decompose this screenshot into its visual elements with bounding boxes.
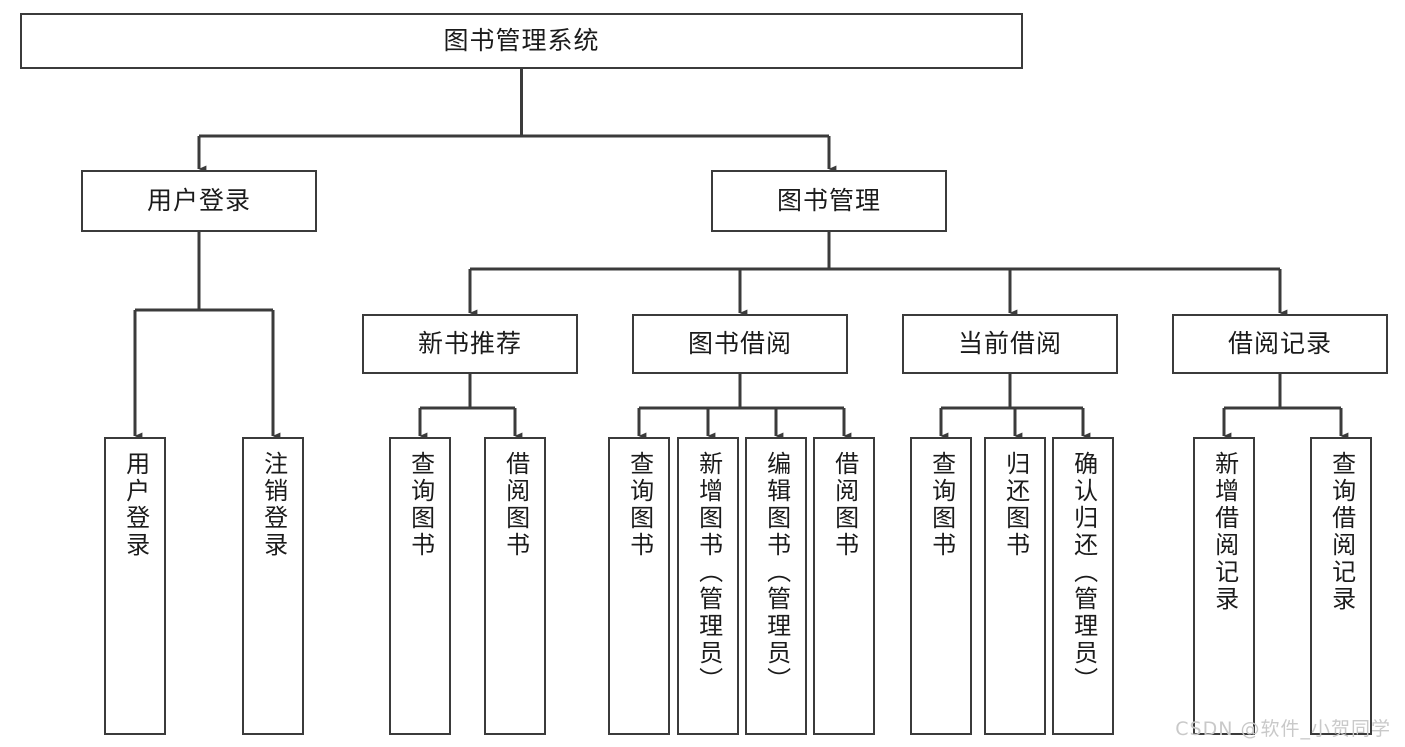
- node-label: 用户登录: [146, 186, 251, 216]
- node-book-borrow[interactable]: 图书借阅: [632, 314, 848, 374]
- node-leaf-bb-borrow[interactable]: 借阅图书: [813, 437, 875, 735]
- node-label: 借阅记录: [1227, 329, 1332, 359]
- node-label: 借阅图书: [830, 451, 859, 559]
- node-leaf-cb-confirm[interactable]: 确认归还（管理员）: [1052, 437, 1114, 735]
- node-label: 当前借阅: [957, 329, 1062, 359]
- node-label: 用户登录: [121, 451, 150, 559]
- node-label: 查询借阅记录: [1327, 451, 1356, 613]
- node-label: 注销登录: [259, 451, 288, 559]
- node-leaf-logout[interactable]: 注销登录: [242, 437, 304, 735]
- node-label: 归还图书: [1001, 451, 1030, 559]
- node-leaf-user-login[interactable]: 用户登录: [104, 437, 166, 735]
- node-leaf-br-query[interactable]: 查询借阅记录: [1310, 437, 1372, 735]
- node-user-login[interactable]: 用户登录: [81, 170, 317, 232]
- node-label: 确认归还（管理员）: [1069, 451, 1098, 694]
- node-leaf-cb-return[interactable]: 归还图书: [984, 437, 1046, 735]
- node-label: 新增借阅记录: [1210, 451, 1239, 613]
- node-label: 新增图书（管理员）: [694, 451, 723, 694]
- node-book-manage[interactable]: 图书管理: [711, 170, 947, 232]
- watermark-text: CSDN @软件_小贺同学: [1175, 718, 1391, 740]
- node-label: 查询图书: [927, 451, 956, 559]
- node-leaf-rec-query[interactable]: 查询图书: [389, 437, 451, 735]
- node-label: 新书推荐: [417, 329, 522, 359]
- node-leaf-br-add[interactable]: 新增借阅记录: [1193, 437, 1255, 735]
- edges-group: [133, 69, 1349, 440]
- node-leaf-cb-query[interactable]: 查询图书: [910, 437, 972, 735]
- node-label: 图书管理: [776, 186, 881, 216]
- node-leaf-bb-add[interactable]: 新增图书（管理员）: [677, 437, 739, 735]
- node-leaf-bb-query[interactable]: 查询图书: [608, 437, 670, 735]
- node-label: 编辑图书（管理员）: [762, 451, 791, 694]
- node-label: 查询图书: [625, 451, 654, 559]
- node-leaf-bb-edit[interactable]: 编辑图书（管理员）: [745, 437, 807, 735]
- node-borrow-record[interactable]: 借阅记录: [1172, 314, 1388, 374]
- node-current-borrow[interactable]: 当前借阅: [902, 314, 1118, 374]
- node-label: 借阅图书: [501, 451, 530, 559]
- node-new-book-rec[interactable]: 新书推荐: [362, 314, 578, 374]
- node-leaf-rec-borrow[interactable]: 借阅图书: [484, 437, 546, 735]
- node-label: 图书管理系统: [443, 26, 600, 56]
- node-label: 查询图书: [406, 451, 435, 559]
- node-root[interactable]: 图书管理系统: [20, 13, 1023, 69]
- node-label: 图书借阅: [687, 329, 792, 359]
